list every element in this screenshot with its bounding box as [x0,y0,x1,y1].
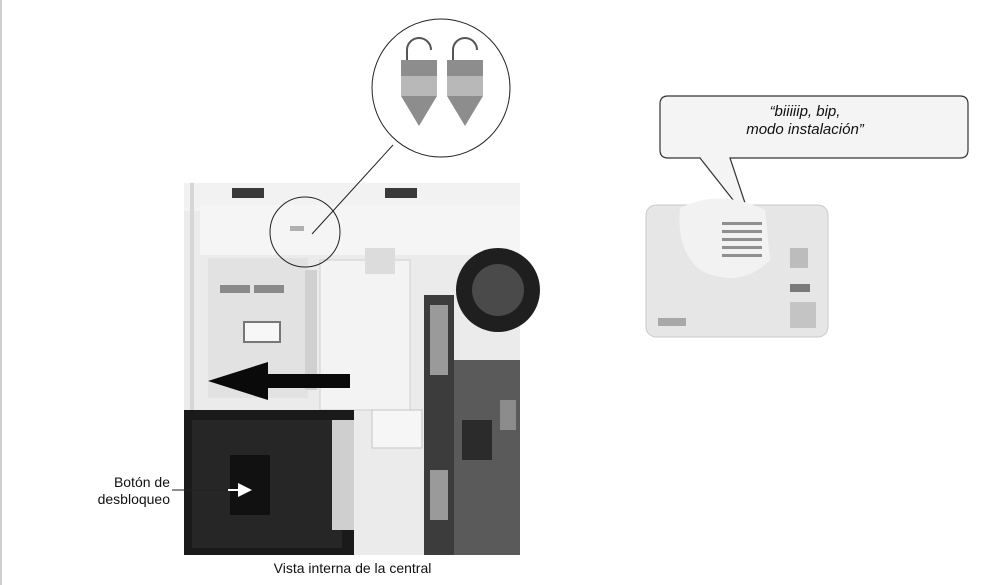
padlock-led-icon-2 [447,37,483,126]
speech-bubble-text: “biiiiip, bip, modo instalación” [746,103,864,138]
speech-bubble [659,95,969,225]
left-margin-rule [0,0,2,585]
unlock-button-label: Botón de desbloqueo [97,474,170,507]
figure-caption: Vista interna de la central [273,560,432,576]
padlock-led-icon-1 [401,37,437,126]
alarm-control-panel-device [645,198,829,338]
unlock-button-pointer [172,483,252,497]
control-unit-interior-photo [184,183,540,555]
